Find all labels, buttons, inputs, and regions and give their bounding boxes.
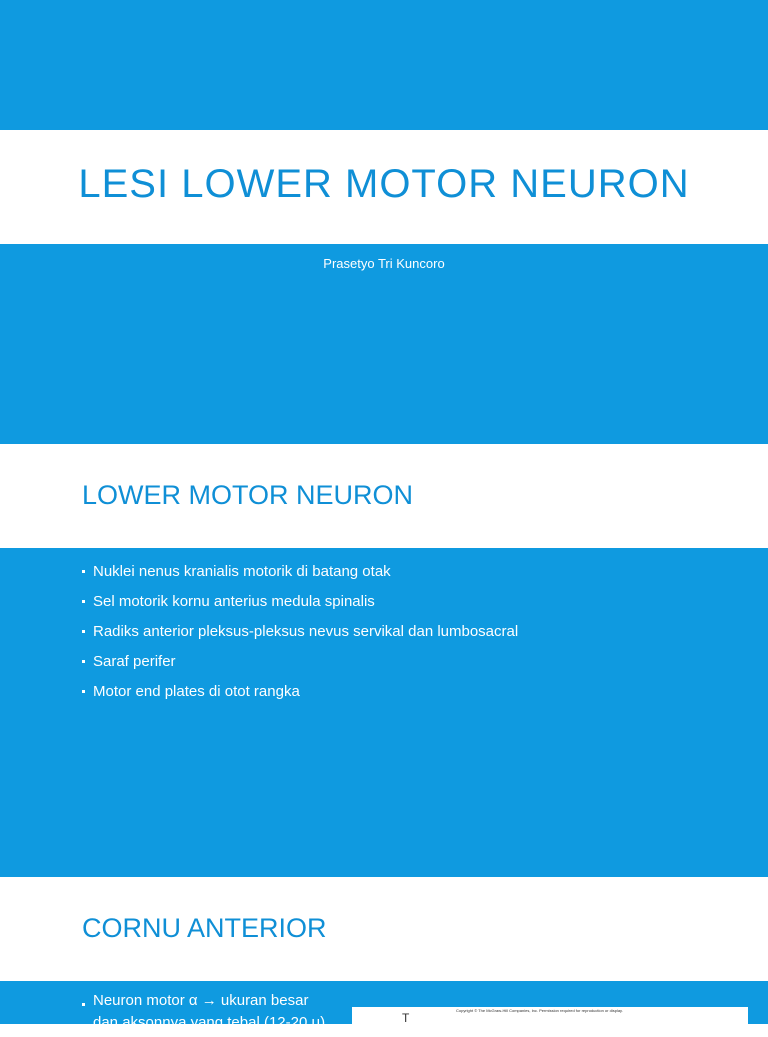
- slide3-title: CORNU ANTERIOR: [82, 913, 327, 943]
- list-item: Saraf perifer: [80, 647, 518, 677]
- list-item: Neuron motor α → ukuran besar: [80, 990, 325, 1012]
- slide2-body: [0, 548, 768, 877]
- slide1-top-band: [0, 0, 768, 130]
- list-item: Motor end plates di otot rangka: [80, 677, 518, 707]
- list-item: Nuklei nenus kranialis motorik di batang…: [80, 557, 518, 587]
- slide2-bullet-list: Nuklei nenus kranialis motorik di batang…: [80, 557, 518, 707]
- figure-copyright: Copyright © The McGraw-Hill Companies, I…: [456, 1008, 623, 1013]
- slide3-title-band: [0, 877, 768, 981]
- list-item: Sel motorik kornu anterius medula spinal…: [80, 587, 518, 617]
- slide2-title-band: [0, 444, 768, 548]
- slide1-bottom-band: [0, 244, 768, 444]
- list-item: dan aksonnya yang tebal (12-20 μ): [80, 1012, 325, 1034]
- list-item: Radiks anterior pleksus-pleksus nevus se…: [80, 617, 518, 647]
- slide3-figure: Copyright © The McGraw-Hill Companies, I…: [352, 1007, 748, 1037]
- slide1-title: LESI LOWER MOTOR NEURON: [78, 162, 690, 206]
- slide3-bullet-list: Neuron motor α → ukuran besar dan aksonn…: [80, 990, 325, 1034]
- figure-label: T: [402, 1011, 410, 1025]
- slide2-title: LOWER MOTOR NEURON: [82, 480, 414, 510]
- slide1-title-band: [0, 130, 768, 244]
- slide1-subtitle: Prasetyo Tri Kuncoro: [323, 256, 445, 271]
